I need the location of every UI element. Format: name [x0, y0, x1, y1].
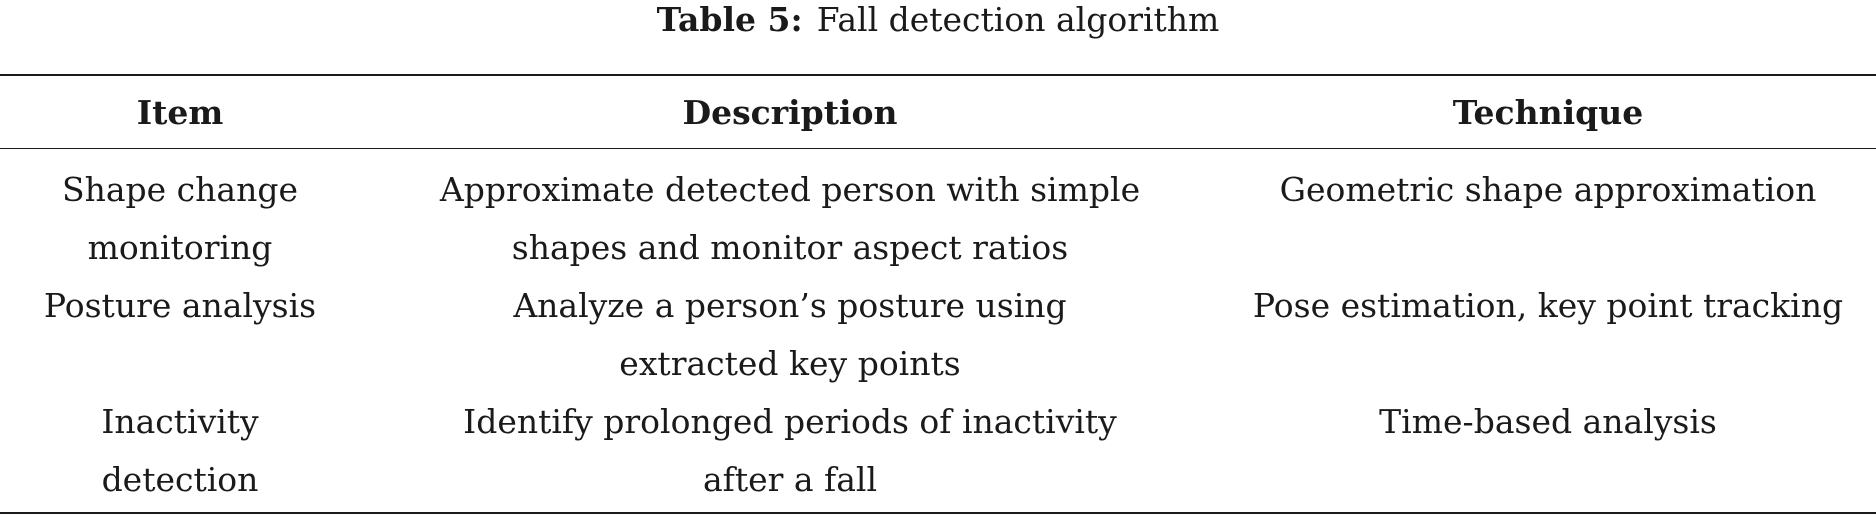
cell-line: Analyze a person’s posture using: [513, 286, 1067, 325]
table-row: Posture analysis Analyze a person’s post…: [0, 277, 1876, 393]
header-description: Description: [682, 92, 898, 132]
cell-technique: Time-based analysis: [1220, 393, 1876, 509]
cell-line: Inactivity: [101, 402, 259, 441]
cell-line: extracted key points: [619, 344, 961, 383]
data-table: Item Description Technique Shape change …: [0, 76, 1876, 509]
cell-line: detection: [101, 460, 259, 499]
cell-description: Analyze a person’s posture using extract…: [360, 277, 1220, 393]
cell-item: Shape change monitoring: [0, 148, 360, 277]
table-caption: Table 5: Fall detection algorithm: [0, 0, 1876, 40]
cell-line: shapes and monitor aspect ratios: [511, 228, 1069, 267]
table-caption-title: Fall detection algorithm: [816, 0, 1220, 39]
cell-technique: Geometric shape approximation: [1220, 148, 1876, 277]
cell-description: Identify prolonged periods of inactivity…: [360, 393, 1220, 509]
table-row: Inactivity detection Identify prolonged …: [0, 393, 1876, 509]
cell-line: Approximate detected person with simple: [439, 170, 1141, 209]
cell-item: Inactivity detection: [0, 393, 360, 509]
cell-line: Time-based analysis: [1379, 402, 1717, 441]
table-row: Shape change monitoring Approximate dete…: [0, 148, 1876, 277]
header-technique: Technique: [1452, 92, 1644, 132]
cell-technique: Pose estimation, key point tracking: [1220, 277, 1876, 393]
cell-item: Posture analysis: [0, 277, 360, 393]
cell-description: Approximate detected person with simple …: [360, 148, 1220, 277]
table-header-row: Item Description Technique: [0, 76, 1876, 148]
table-caption-label: Table 5:: [656, 0, 803, 39]
cell-line: Identify prolonged periods of inactivity: [463, 402, 1117, 441]
table-bottom-rule: [0, 512, 1876, 514]
table-top-rule: [0, 74, 1876, 76]
cell-line: Geometric shape approximation: [1279, 170, 1817, 209]
cell-line: Shape change: [62, 170, 298, 209]
cell-line: after a fall: [702, 460, 878, 499]
cell-line: Pose estimation, key point tracking: [1252, 286, 1844, 325]
table-header-rule: [0, 148, 1876, 149]
header-item: Item: [136, 92, 224, 132]
cell-line: Posture analysis: [43, 286, 317, 325]
cell-line: monitoring: [87, 228, 273, 267]
